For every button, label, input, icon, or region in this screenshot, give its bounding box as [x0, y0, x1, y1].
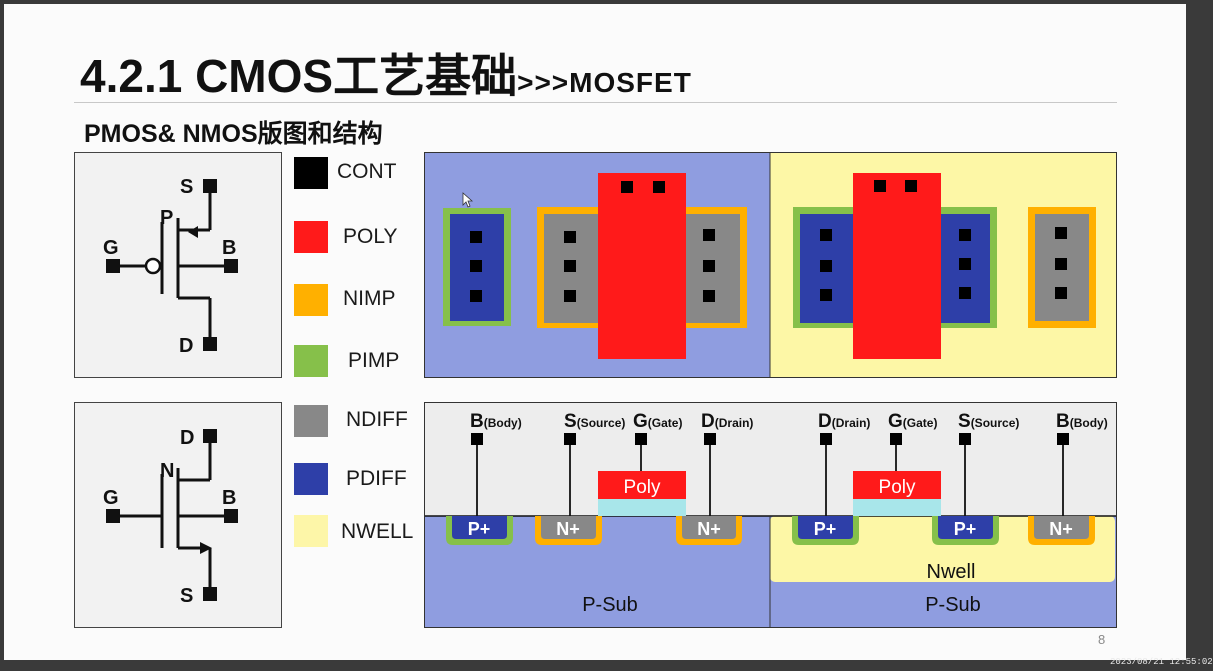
- legend-label-ndiff: NDIFF: [346, 408, 408, 431]
- legend-swatch-cont: [294, 157, 328, 189]
- timestamp: 2023/08/21 12:55:02: [1110, 657, 1213, 667]
- pmos-source-pplus-label: P+: [954, 519, 977, 539]
- pmos-poly-gate: [853, 173, 941, 359]
- slide-title: 4.2.1 CMOS工艺基础>>>MOSFET: [80, 40, 692, 106]
- legend-swatch-pimp: [294, 345, 328, 377]
- legend-label-cont: CONT: [337, 160, 397, 183]
- nwell-label: Nwell: [927, 561, 976, 583]
- pmos-symbol-panel: S P G B D: [74, 152, 282, 378]
- pmos-cs-terminal-s: S(Source): [958, 411, 1019, 432]
- pmos-cs-terminal-g: G(Gate): [888, 411, 937, 432]
- nmos-label-b: B: [222, 487, 236, 509]
- nmos-poly-gate: [598, 173, 686, 359]
- nmos-cs-terminal-g: G(Gate): [633, 411, 682, 432]
- pmos-label-name: P: [160, 207, 173, 229]
- slide-subtitle: PMOS& NMOS版图和结构: [84, 120, 383, 148]
- nmos-drain-pin: [203, 429, 217, 443]
- legend-label-nwell: NWELL: [341, 520, 414, 543]
- nmos-psub-label: P-Sub: [582, 594, 638, 616]
- title-divider: [74, 102, 1117, 103]
- pmos-drain-pplus-label: P+: [814, 519, 837, 539]
- page-number: 8: [1098, 632, 1106, 647]
- nmos-gate-pin: [106, 509, 120, 523]
- legend-swatch-nwell: [294, 515, 328, 547]
- nmos-drain-nplus-label: N+: [697, 519, 721, 539]
- nmos-label-d: D: [180, 427, 194, 449]
- pmos-cs-terminal-d: D(Drain): [818, 411, 870, 432]
- nmos-cs-terminal-s: S(Source): [564, 411, 625, 432]
- pmos-poly: [853, 471, 941, 499]
- nmos-cs-terminal-d: D(Drain): [701, 411, 753, 432]
- legend-label-pimp: PIMP: [348, 349, 400, 372]
- pmos-cs-terminal-b: B(Body): [1056, 411, 1108, 432]
- legend-swatch-pdiff: [294, 463, 328, 495]
- nmos-source-nplus-label: N+: [556, 519, 580, 539]
- pmos-drain-pin: [203, 337, 217, 351]
- pmos-gate-pin: [106, 259, 120, 273]
- legend-swatch-ndiff: [294, 405, 328, 437]
- nmos-poly-label: Poly: [624, 477, 661, 498]
- nmos-label-s: S: [180, 585, 193, 607]
- pmos-body-pin: [224, 259, 238, 273]
- legend-label-pdiff: PDIFF: [346, 467, 407, 490]
- pmos-source-pin: [203, 179, 217, 193]
- nmos-body-pplus-label: P+: [468, 519, 491, 539]
- pmos-poly-label: Poly: [879, 477, 916, 498]
- title-main: 4.2.1 CMOS工艺基础: [80, 50, 518, 102]
- pmos-label-b: B: [222, 237, 236, 259]
- pmos-label-d: D: [179, 335, 193, 357]
- pmos-body-nplus-label: N+: [1049, 519, 1073, 539]
- legend-label-nimp: NIMP: [343, 287, 396, 310]
- nmos-source-pin: [203, 587, 217, 601]
- title-suffix: >>>MOSFET: [517, 67, 692, 98]
- pmos-psub-label: P-Sub: [925, 594, 981, 616]
- pmos-label-s: S: [180, 176, 193, 198]
- legend-swatch-nimp: [294, 284, 328, 316]
- nmos-label-name: N: [160, 460, 174, 482]
- nmos-poly: [598, 471, 686, 499]
- layout-top-view: [424, 152, 1117, 378]
- nmos-label-g: G: [103, 487, 119, 509]
- pmos-label-g: G: [103, 237, 119, 259]
- nmos-cs-terminal-b: B(Body): [470, 411, 522, 432]
- legend-label-poly: POLY: [343, 225, 398, 248]
- mouse-cursor: [462, 192, 474, 208]
- nmos-symbol-panel: D N G B S: [74, 402, 282, 628]
- nmos-body-pin: [224, 509, 238, 523]
- legend-swatch-poly: [294, 221, 328, 253]
- cross-section-view: B(Body) S(Source) G(Gate) D(Drain) D(Dra…: [424, 402, 1117, 628]
